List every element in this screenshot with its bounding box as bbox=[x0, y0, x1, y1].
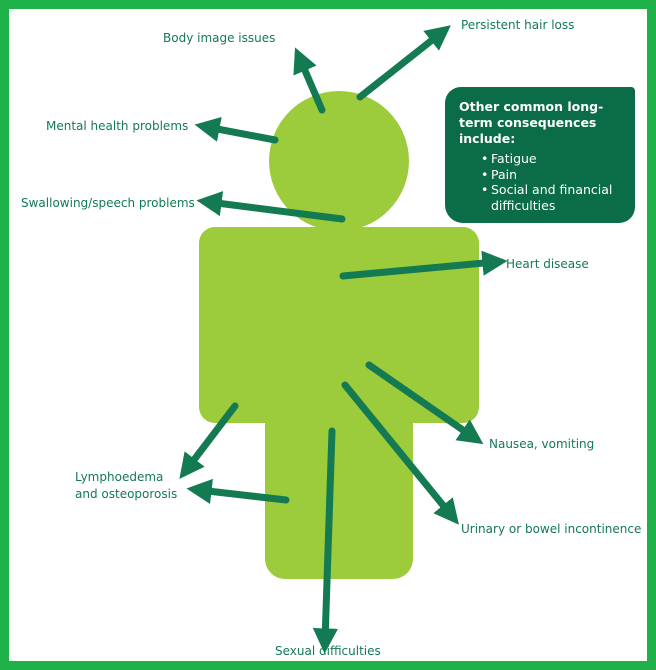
human-figure bbox=[199, 91, 479, 579]
body-consequences-diagram bbox=[179, 25, 508, 654]
label-nausea: Nausea, vomiting bbox=[489, 437, 595, 451]
label-body-image: Body image issues bbox=[163, 31, 276, 45]
arrow-swallowing bbox=[196, 191, 346, 223]
arrow-body-image bbox=[293, 47, 326, 114]
diagram-frame: Body image issues Persistent hair loss M… bbox=[9, 9, 647, 661]
figure-head bbox=[269, 91, 409, 231]
other-consequences-box: Other common long-term consequences incl… bbox=[445, 87, 635, 223]
other-consequences-list: Fatigue Pain Social and financial diffic… bbox=[459, 151, 625, 213]
label-lymphoedema-line1: Lymphoedema bbox=[75, 470, 164, 484]
figure-torso bbox=[199, 227, 479, 423]
label-heart: Heart disease bbox=[506, 257, 589, 271]
label-urinary: Urinary or bowel incontinence bbox=[461, 522, 642, 536]
label-swallowing: Swallowing/speech problems bbox=[21, 196, 195, 210]
list-item-social-financial: Social and financial difficulties bbox=[481, 182, 625, 213]
arrow-nausea bbox=[365, 361, 484, 445]
arrow-sexual bbox=[312, 427, 339, 654]
other-consequences-title: Other common long-term consequences incl… bbox=[459, 99, 604, 146]
list-item-pain: Pain bbox=[481, 167, 625, 183]
arrow-heart bbox=[339, 250, 508, 280]
arrow-hair-loss bbox=[356, 25, 451, 101]
figure-legs bbox=[265, 404, 413, 579]
label-mental-health: Mental health problems bbox=[46, 119, 189, 133]
arrow-mental-health bbox=[194, 116, 279, 144]
arrow-lymph-lower bbox=[186, 478, 290, 504]
label-lymphoedema-line2: and osteoporosis bbox=[75, 487, 178, 501]
label-lymphoedema: Lymphoedema and osteoporosis bbox=[75, 469, 177, 503]
arrow-lymph-upper bbox=[179, 402, 239, 480]
label-hair-loss: Persistent hair loss bbox=[461, 18, 575, 32]
label-sexual: Sexual difficulties bbox=[275, 644, 381, 658]
list-item-fatigue: Fatigue bbox=[481, 151, 625, 167]
arrow-urinary bbox=[341, 381, 459, 525]
